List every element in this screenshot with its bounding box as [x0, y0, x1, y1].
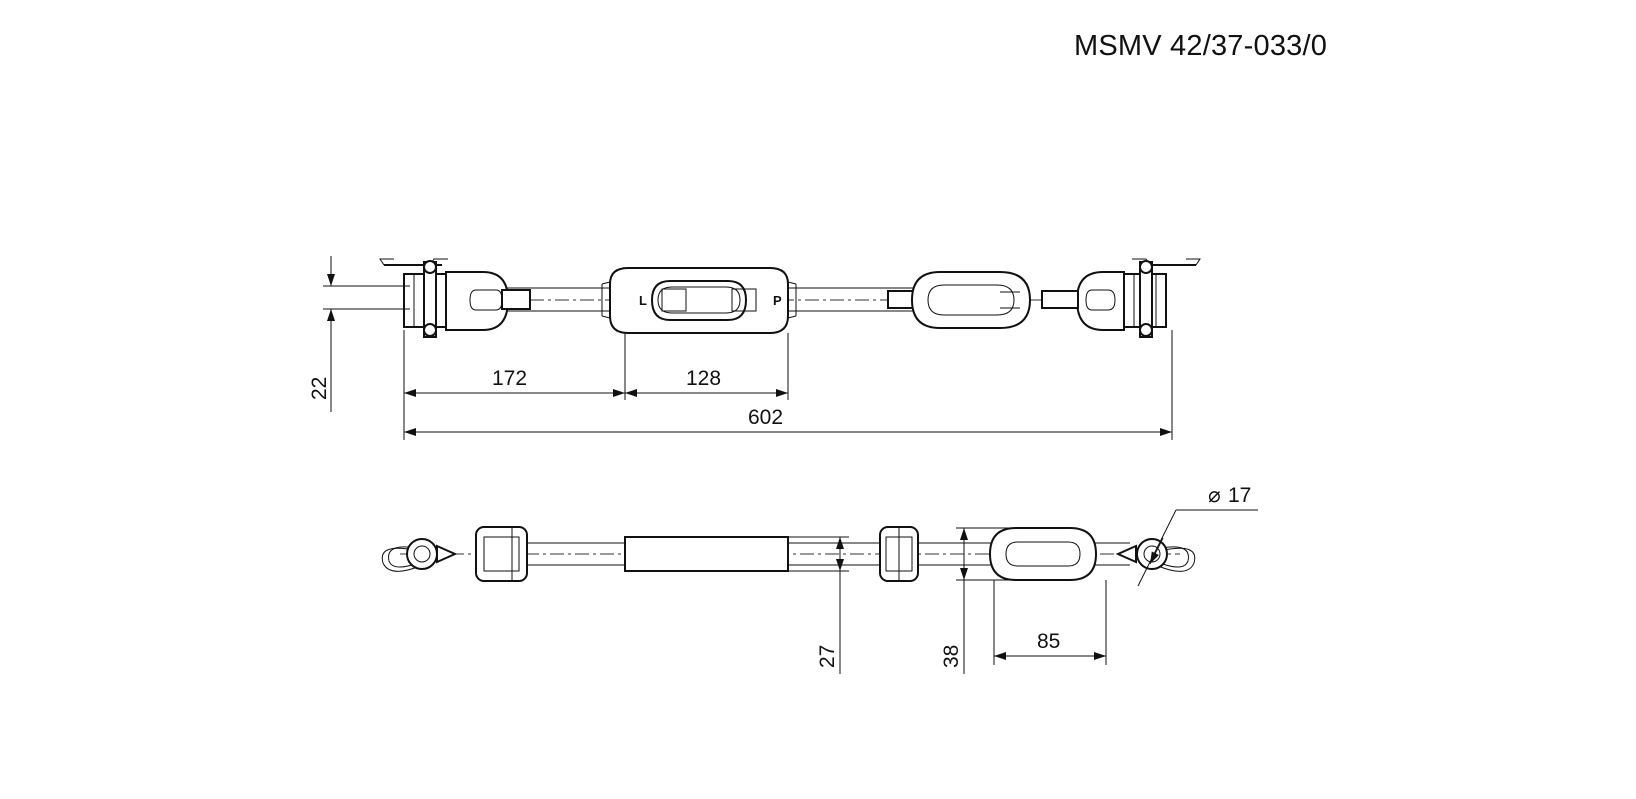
- side-view: ⌀ 17 27 38 85: [381, 484, 1258, 674]
- dim-overall-label: 602: [748, 406, 783, 429]
- dim-link-length: 85: [993, 580, 1107, 665]
- dim-height: 22: [308, 256, 410, 412]
- dim-overall: 602: [404, 406, 1172, 436]
- mark-right: P: [773, 293, 782, 308]
- left-shackle-side: [475, 526, 528, 582]
- left-eye-link: [445, 271, 531, 331]
- oval-link-side: [988, 527, 1098, 581]
- right-eye-link: [1041, 271, 1125, 331]
- dim-link-label: 38: [940, 645, 963, 668]
- right-oval-link: [910, 271, 1032, 329]
- dim-left: 172: [404, 367, 625, 397]
- dim-height-label: 22: [308, 377, 331, 400]
- turnbuckle-body: L P: [601, 267, 797, 334]
- dim-body: 27: [788, 536, 849, 674]
- turnbuckle-body-side: [624, 536, 789, 572]
- left-ring: [381, 538, 458, 572]
- dim-diameter-label: 17: [1228, 484, 1251, 507]
- top-view: L P: [308, 256, 1201, 440]
- dim-left-label: 172: [492, 367, 527, 390]
- right-clevis: [1123, 258, 1201, 338]
- dim-link-length-label: 85: [1037, 630, 1060, 653]
- dim-diameter: ⌀ 17: [1137, 484, 1258, 587]
- dim-diameter-symbol: ⌀: [1208, 484, 1221, 507]
- top-extension-lines: [403, 330, 1173, 440]
- right-ring: [1115, 538, 1196, 572]
- dim-center-label: 128: [686, 367, 721, 390]
- part-number: MSMV 42/37-033/0: [1074, 30, 1328, 62]
- dim-center: 128: [625, 367, 788, 397]
- dim-body-label: 27: [816, 645, 839, 668]
- mark-left: L: [639, 293, 647, 308]
- left-clevis: [379, 258, 448, 338]
- dim-link: 38: [940, 527, 1016, 674]
- right-shackle-side: [879, 526, 919, 582]
